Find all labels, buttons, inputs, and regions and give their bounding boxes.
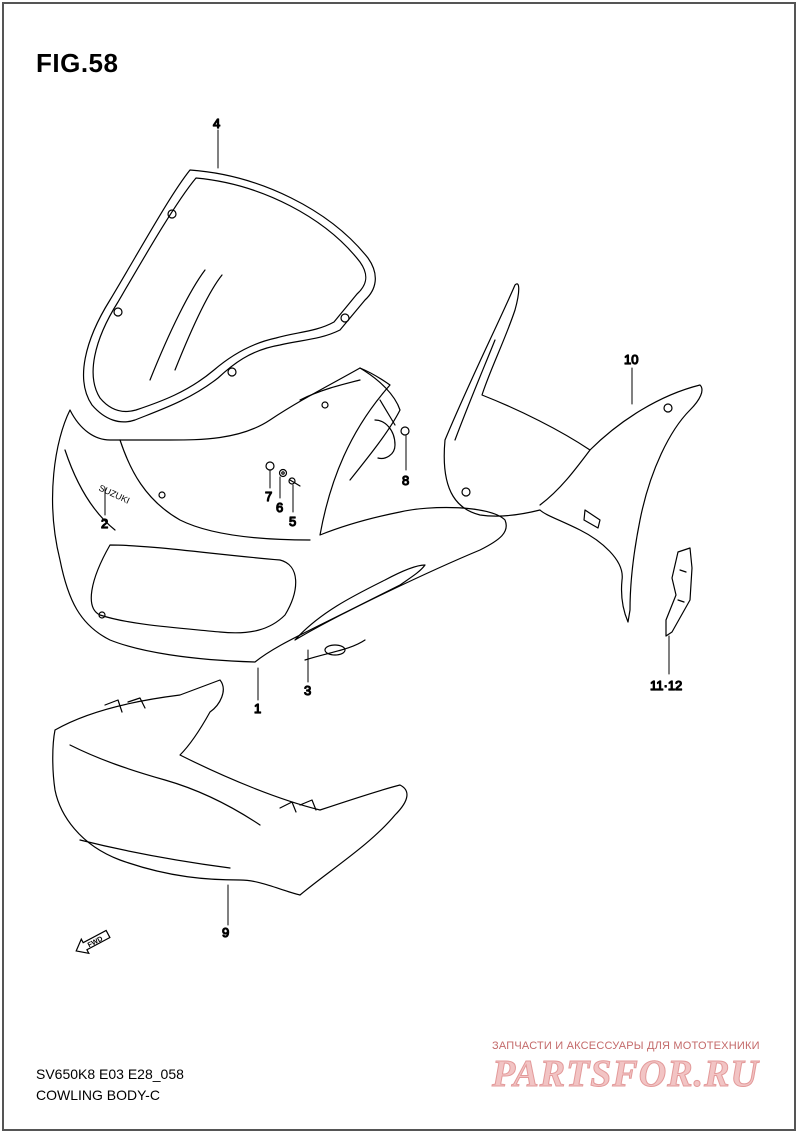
- nut-part[interactable]: [265, 461, 275, 471]
- under-cowling-part[interactable]: [52, 679, 408, 896]
- callout-1: 1: [254, 701, 261, 716]
- windscreen-part[interactable]: [82, 169, 376, 423]
- fastener-set[interactable]: [265, 461, 301, 487]
- watermark-logo: PARTSFOR.RU: [492, 1053, 759, 1096]
- diagram-code: SV650K8 E03 E28_058: [36, 1066, 184, 1082]
- bracket-part[interactable]: [665, 547, 693, 637]
- callout-2: 2: [101, 516, 108, 531]
- forward-arrow-icon: FWD: [75, 929, 111, 955]
- callout-7: 7: [265, 489, 272, 504]
- diagram-title: COWLING BODY-C: [36, 1087, 160, 1103]
- front-cowling-part[interactable]: SUZUKI: [52, 367, 507, 663]
- side-inner-panel-part[interactable]: [443, 283, 703, 623]
- callout-5: 5: [289, 514, 296, 529]
- callout-3: 3: [304, 683, 311, 698]
- cowling-decal-part[interactable]: [294, 564, 426, 661]
- callout-10: 10: [624, 352, 638, 367]
- screw-part[interactable]: [289, 479, 301, 487]
- bolt-part[interactable]: [374, 399, 410, 460]
- callout-8: 8: [402, 473, 409, 488]
- callout-4: 4: [213, 116, 220, 131]
- callout-9: 9: [222, 925, 229, 940]
- suzuki-decal-text: SUZUKI: [97, 483, 131, 506]
- forward-arrow-label: FWD: [87, 936, 104, 950]
- figure-title: FIG.58: [36, 48, 119, 78]
- leader-lines: [104, 129, 670, 926]
- washer-part[interactable]: [278, 468, 288, 478]
- watermark-tagline: ЗАПЧАСТИ И АКСЕССУАРЫ ДЛЯ МОТОТЕХНИКИ: [492, 1040, 760, 1052]
- callout-6: 6: [276, 500, 283, 515]
- callout-11-12: 11·12: [650, 678, 682, 693]
